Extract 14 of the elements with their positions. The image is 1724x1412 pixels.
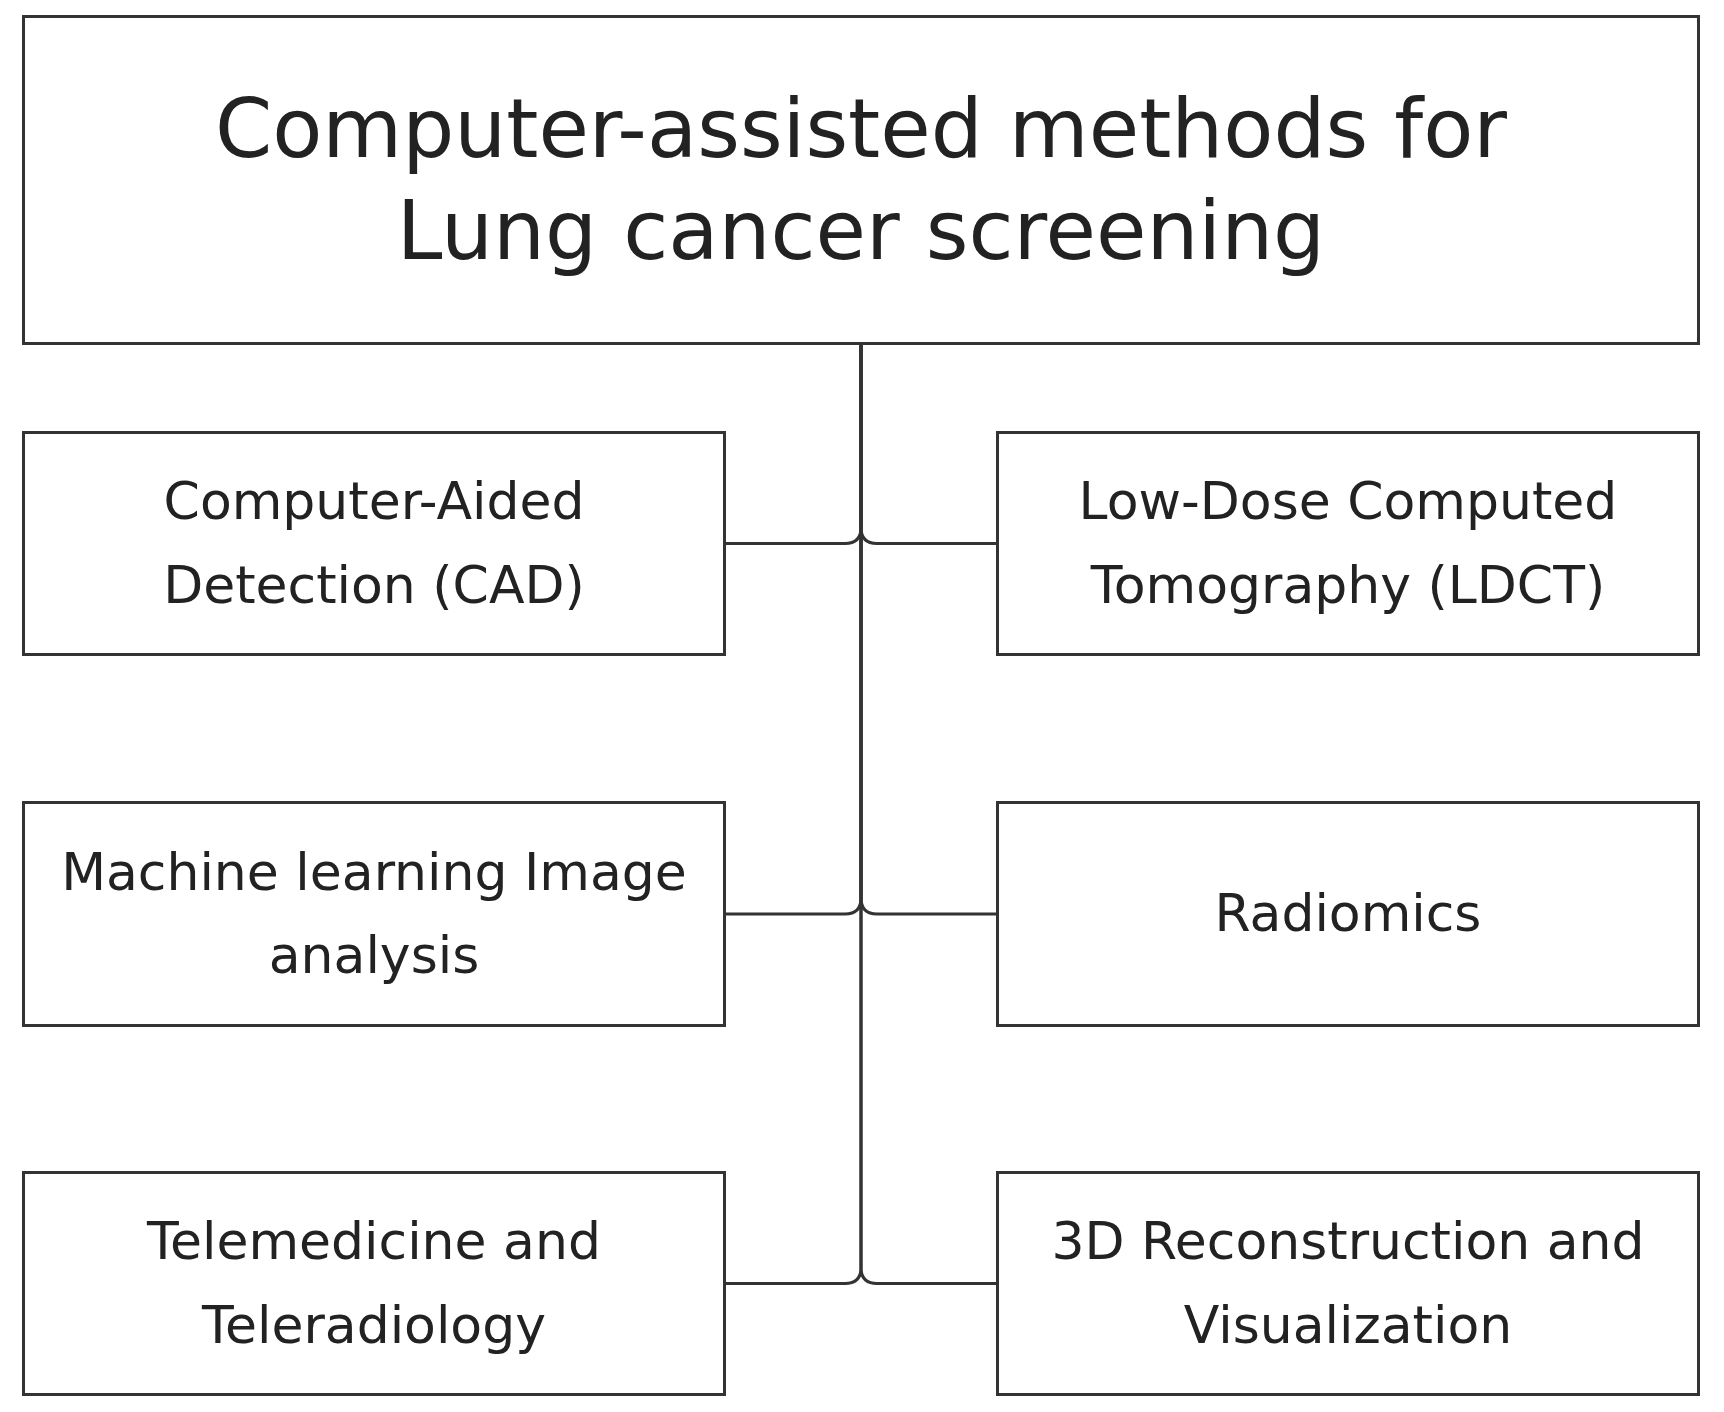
title-text: Computer-assisted methods for Lung cancer screening [213,79,1509,280]
method-box [22,1171,726,1396]
method-label: Low-Dose Computed Tomography (LDCT) [1077,470,1619,617]
method-box [22,431,726,656]
method-box [22,801,726,1027]
method-label: Computer-Aided Detection (CAD) [162,470,586,617]
method-label: Telemedicine and Teleradiology [145,1210,602,1357]
method-label: 3D Reconstruction and Visualization [1050,1210,1646,1357]
method-label: Radiomics [1214,882,1482,946]
method-label: Machine learning Image analysis [60,840,688,987]
title-box [22,15,1700,345]
method-box [996,1171,1700,1396]
method-box [996,431,1700,656]
method-box [996,801,1700,1027]
